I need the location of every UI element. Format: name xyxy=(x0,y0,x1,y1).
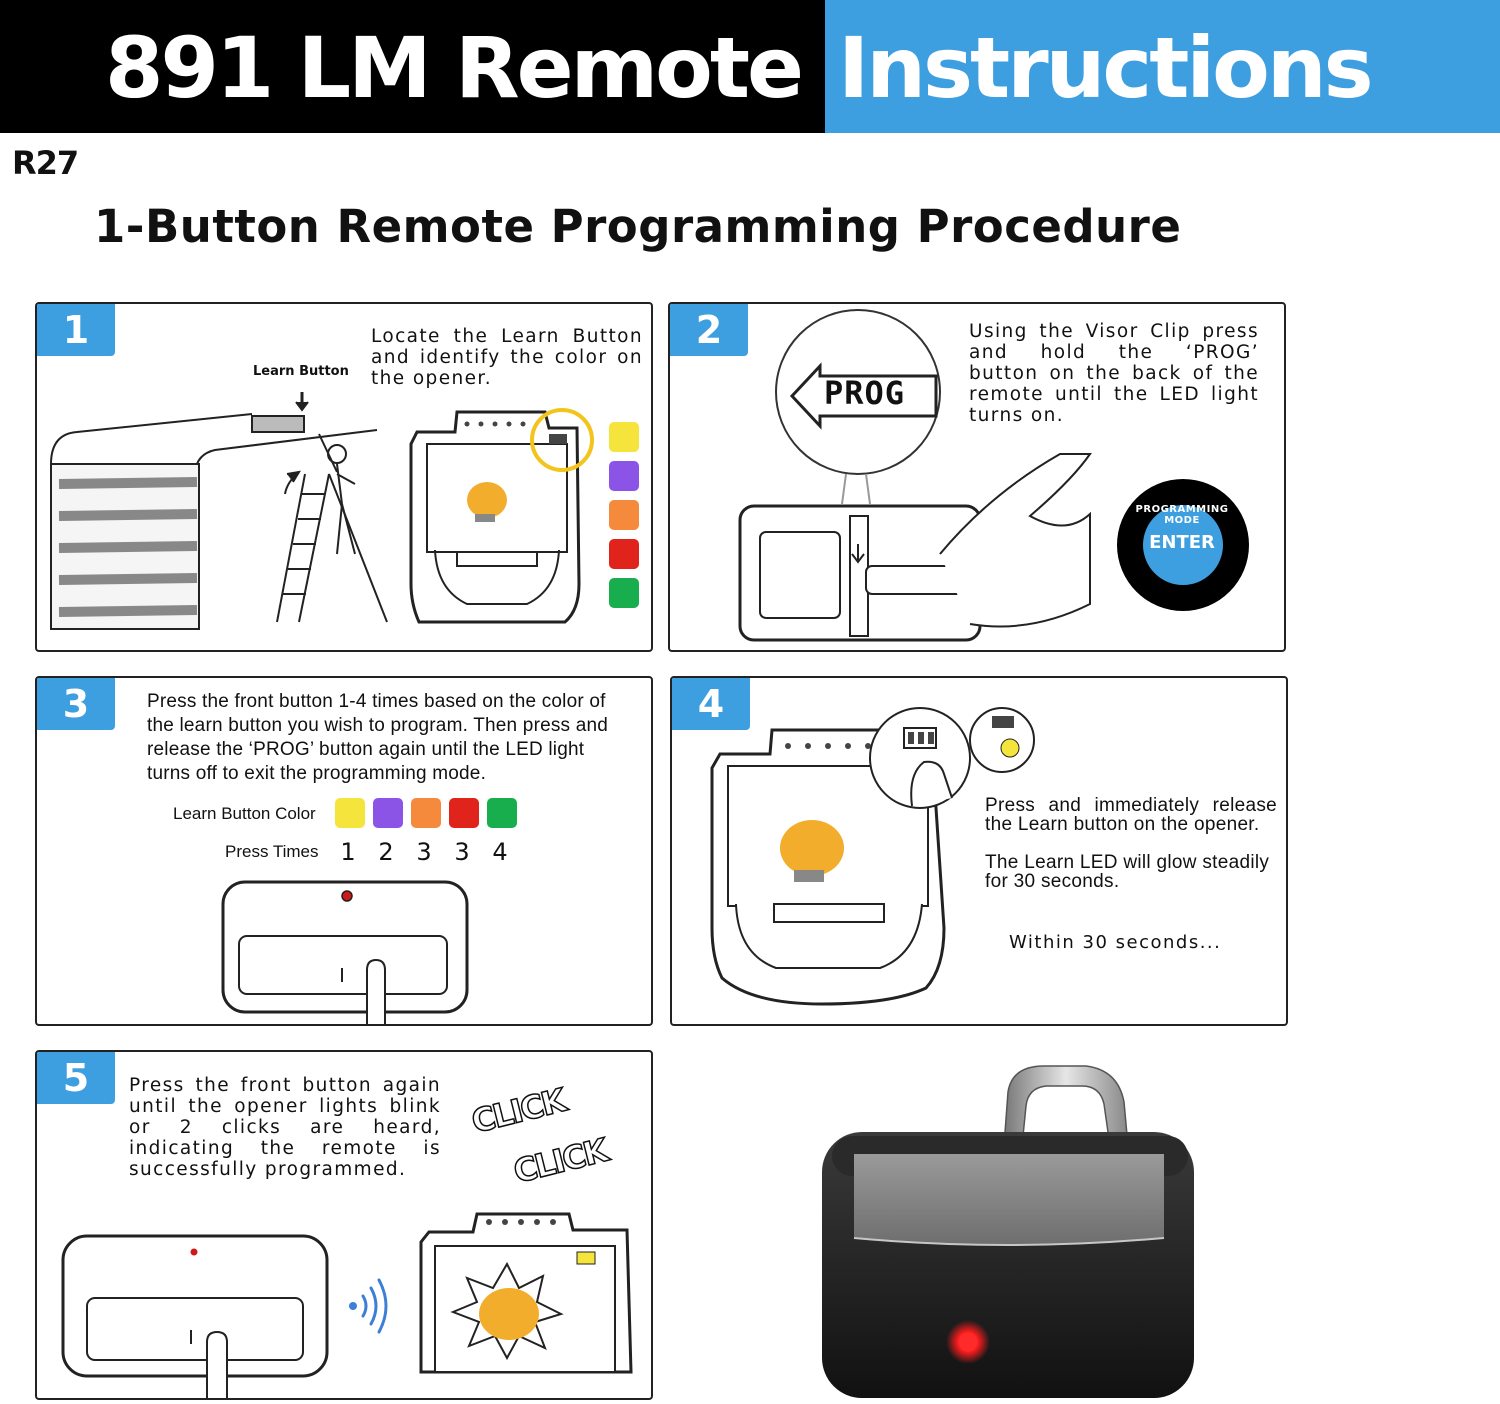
press-times-1: 1 xyxy=(340,838,356,866)
programming-mode-badge xyxy=(1117,479,1249,611)
step-4-badge: 4 xyxy=(672,678,750,730)
step-1-badge: 1 xyxy=(37,304,115,356)
remote-and-opener-illustration xyxy=(61,1212,633,1398)
step-5-badge: 5 xyxy=(37,1052,115,1104)
prog-label: PROG xyxy=(824,374,906,412)
step-2-badge: 2 xyxy=(670,304,748,356)
opener-illustration xyxy=(710,707,1035,1006)
step-2-text: Using the Visor Clip press and hold the … xyxy=(969,321,1259,426)
press-times-5: 4 xyxy=(492,838,508,866)
color-swatch-orange xyxy=(609,500,639,530)
step-4-text-c: Within 30 seconds... xyxy=(1009,932,1222,953)
step-5-text: Press the front button again until the o… xyxy=(129,1075,441,1180)
step-2-panel: 2 Using the Visor Clip press and hold th… xyxy=(668,302,1286,652)
banner-left xyxy=(0,0,825,133)
color-swatch-yellow xyxy=(335,798,365,828)
banner-right xyxy=(825,0,1500,133)
learn-button-color-label: Learn Button Color xyxy=(173,804,316,823)
press-times-2: 2 xyxy=(378,838,394,866)
press-times-label: Press Times xyxy=(225,842,319,861)
color-swatch-green xyxy=(609,578,639,608)
color-swatch-purple xyxy=(373,798,403,828)
step-5-panel: 5 Press the front button again until the… xyxy=(35,1050,653,1400)
color-swatch-orange xyxy=(411,798,441,828)
color-swatch-red xyxy=(609,539,639,569)
header-banner: 891 LM Remote Instructions xyxy=(0,0,1500,133)
remote-back-illustration xyxy=(738,309,1092,642)
color-swatch-yellow xyxy=(609,422,639,452)
remote-front-illustration xyxy=(221,880,469,1024)
color-swatch-green xyxy=(487,798,517,828)
step-4-text-b: The Learn LED will glow steadily for 30 … xyxy=(985,852,1270,892)
model-code: R27 xyxy=(12,144,79,182)
title-left: 891 LM Remote xyxy=(105,19,804,117)
press-times-4: 3 xyxy=(454,838,470,866)
press-times-3: 3 xyxy=(416,838,432,866)
garage-door-illustration xyxy=(50,392,594,630)
title-right: Instructions xyxy=(838,19,1374,117)
step-1-panel: 1 Locate the Learn Button and identify t… xyxy=(35,302,653,652)
step-1-text: Locate the Learn Button and identify the… xyxy=(371,326,643,389)
color-swatch-purple xyxy=(609,461,639,491)
remote-product-photo xyxy=(822,1065,1194,1398)
learn-button-label: Learn Button xyxy=(253,364,349,379)
step-3-panel: 3 Press the front button 1-4 times based… xyxy=(35,676,653,1026)
mode-ring-text: PROGRAMMING MODE xyxy=(1135,504,1229,526)
color-swatch-red xyxy=(449,798,479,828)
page-subtitle: 1-Button Remote Programming Procedure xyxy=(94,200,1182,253)
mode-enter-text: ENTER xyxy=(1149,532,1215,553)
step-4-text-a: Press and immediately release the Learn … xyxy=(985,795,1277,835)
step-3-text: Press the front button 1-4 times based o… xyxy=(147,691,609,784)
step-4-panel: 4 Press and immediately release the Lear… xyxy=(670,676,1288,1026)
step-3-badge: 3 xyxy=(37,678,115,730)
